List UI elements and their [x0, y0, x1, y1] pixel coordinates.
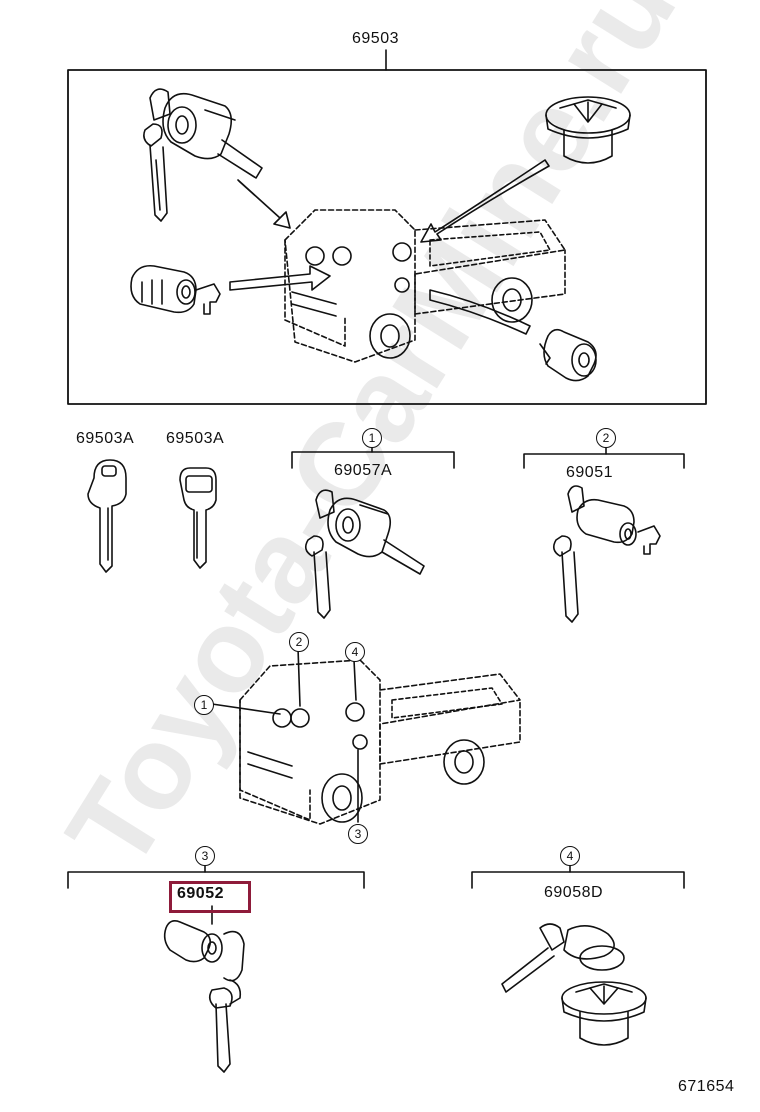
key-part-number-1: 69503A — [76, 430, 135, 447]
truck-callout-4: 4 — [345, 642, 365, 662]
group-ref-2: 2 — [596, 428, 616, 448]
ignition-lock-set-illustration — [304, 489, 425, 619]
truck-callout-2: 2 — [289, 632, 309, 652]
key-part-number-2: 69503A — [166, 430, 225, 447]
fuel-cap-illustration — [545, 96, 631, 164]
back-door-lock-set-illustration — [163, 905, 245, 1073]
truck-callout-1: 1 — [194, 695, 214, 715]
group-part-number-3[interactable]: 69052 — [177, 885, 224, 902]
group-ref-3: 3 — [195, 846, 215, 866]
door-lock-set-illustration — [552, 485, 661, 623]
highlight-box — [169, 881, 251, 913]
truck-callout-3: 3 — [348, 824, 368, 844]
truck-illustration-top — [284, 209, 566, 363]
assembly-frame — [67, 49, 707, 405]
back-door-lock-illustration — [539, 328, 597, 382]
assembly-arrows — [229, 159, 550, 335]
key-illustration-2 — [179, 467, 217, 569]
group-part-number-1: 69057A — [334, 462, 393, 479]
group-part-number-4: 69058D — [544, 884, 604, 901]
assembly-part-number: 69503 — [352, 30, 399, 47]
group-part-number-2: 69051 — [566, 464, 613, 481]
group-ref-4: 4 — [560, 846, 580, 866]
door-lock-illustration — [130, 264, 221, 315]
truck-illustration-middle — [211, 647, 521, 825]
ignition-lock-illustration — [143, 88, 263, 222]
group-ref-1: 1 — [362, 428, 382, 448]
diagram-id: 671654 — [678, 1078, 735, 1095]
fuel-cap-set-illustration — [501, 923, 647, 1046]
key-illustration-1 — [87, 459, 127, 573]
